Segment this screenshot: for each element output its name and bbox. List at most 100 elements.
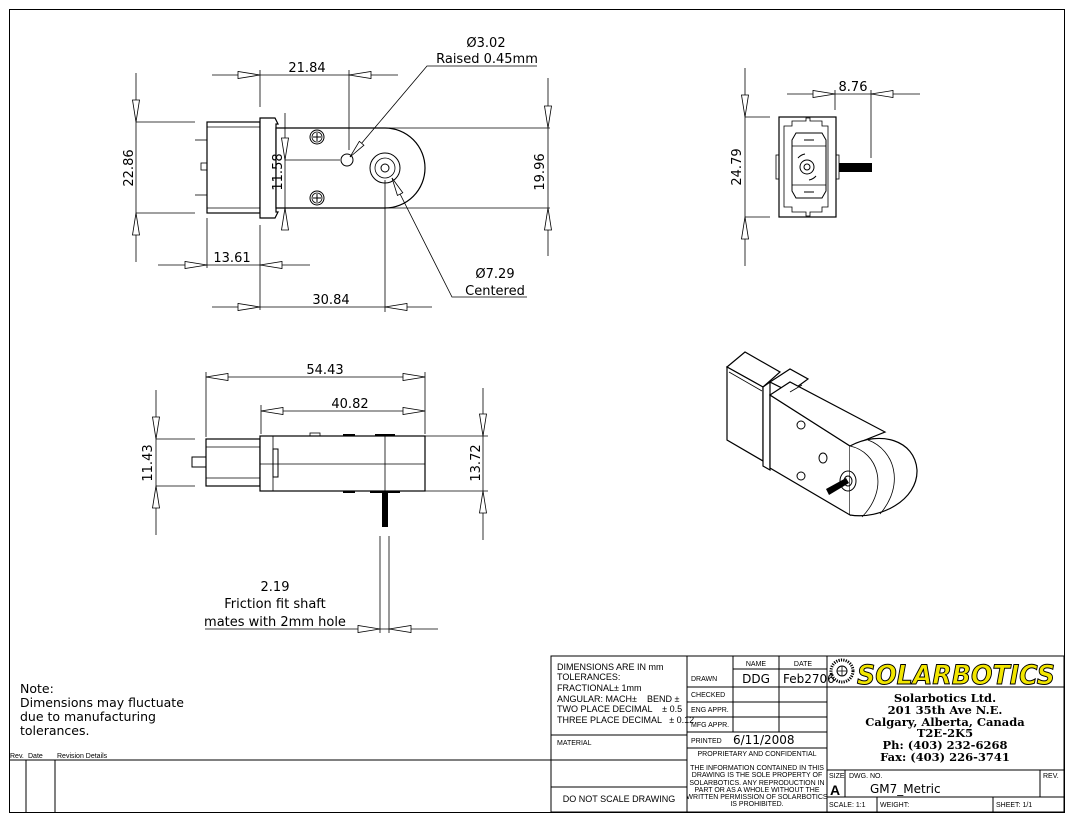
tolerance-line: ANGULAR: MACH± BEND ± [557, 694, 679, 704]
drawn-date: Feb2706 [783, 672, 835, 686]
arrowhead-icon [402, 407, 426, 415]
sheet-label: SHEET: 1/1 [996, 802, 1032, 809]
tolerance-line: THREE PLACE DECIMAL ± 0.12 [557, 715, 694, 725]
arrowhead-icon [479, 490, 487, 514]
screw-icon [796, 471, 806, 481]
dim-motor-height: 11.43 [141, 444, 156, 481]
arrowhead-icon [812, 90, 836, 98]
solarbotics-logo: SOLARBOTICS [829, 658, 1056, 692]
arrowhead-icon [152, 485, 160, 509]
screw-icon [309, 129, 325, 145]
arrowhead-icon [479, 413, 487, 437]
dimension-arrows [132, 71, 894, 633]
dim-shaft-diameter: 2.19 [261, 580, 290, 595]
drawing-border [9, 9, 1065, 813]
top-view: 22.86 21.84 11.58 19.96 13.61 30.84 Ø3.0… [122, 36, 550, 312]
arrowhead-icon [384, 303, 408, 311]
note-title: Note: [20, 681, 54, 696]
note-line: tolerances. [20, 723, 89, 738]
proprietary-line: THE INFORMATION CONTAINED IN THIS [690, 765, 824, 772]
dim-overall-height: 22.86 [122, 149, 137, 186]
raised-hole [340, 153, 354, 167]
dwg-no-label: DWG. NO. [849, 773, 882, 780]
date-column-header: DATE [794, 661, 812, 668]
isometric-view [725, 351, 918, 518]
tolerance-line: DIMENSIONS ARE IN mm [557, 662, 664, 672]
tolerance-line: TOLERANCES: [557, 672, 620, 682]
printed-date: 6/11/2008 [733, 733, 795, 747]
weight-label: WEIGHT: [880, 802, 909, 809]
dim-shaft-length: 8.76 [839, 80, 868, 95]
arrowhead-icon [237, 71, 261, 79]
title-block: DIMENSIONS ARE IN mm TOLERANCES: FRACTIO… [550, 655, 1065, 813]
arrowhead-icon [402, 373, 426, 381]
shaft-note-line-1: Friction fit shaft [224, 597, 326, 612]
proprietary-line: SOLARBOTICS. ANY REPRODUCTION IN [689, 780, 824, 787]
company-name: Solarbotics Ltd. [894, 691, 996, 705]
arrowhead-icon [741, 94, 749, 118]
rev-header: Rev. [10, 753, 24, 760]
printed-label: PRINTED [691, 738, 722, 745]
arrowhead-icon [388, 625, 412, 633]
hole-raised-note: Raised 0.45mm [436, 52, 538, 67]
screw-icon [309, 190, 325, 206]
date-header: Date [28, 753, 43, 760]
leader-arrowhead-icon [391, 177, 404, 196]
eng-appr-label: ENG APPR. [691, 707, 729, 714]
arrowhead-icon [544, 207, 552, 231]
dim-gearbox-length: 40.82 [331, 397, 368, 412]
mfg-appr-label: MFG APPR. [691, 722, 729, 729]
proprietary-title: PROPRIETARY AND CONFIDENTIAL [697, 751, 816, 758]
shaft-diameter-callout: Ø7.29 [475, 267, 514, 282]
arrowhead-icon [152, 416, 160, 440]
company-postal: T2E-2K5 [917, 726, 973, 740]
note-line: due to manufacturing [20, 709, 156, 724]
arrowhead-icon [348, 71, 372, 79]
arrowhead-icon [132, 99, 140, 123]
company-city: Calgary, Alberta, Canada [865, 715, 1025, 729]
do-not-scale-label: DO NOT SCALE DRAWING [563, 794, 676, 804]
arrowhead-icon [260, 407, 284, 415]
name-column-header: NAME [746, 661, 767, 668]
output-shaft [382, 491, 388, 527]
company-fax: Fax: (403) 226-3741 [880, 750, 1010, 764]
arrowhead-icon [357, 625, 381, 633]
shaft-note-line-2: mates with 2mm hole [204, 615, 346, 630]
logo-text: SOLARBOTICS [857, 660, 1055, 691]
screw-icon [796, 420, 806, 430]
dim-hole-offset: 11.58 [271, 153, 286, 190]
dim-gearbox-height: 19.96 [533, 153, 548, 190]
arrowhead-icon [184, 261, 208, 269]
proprietary-line: IS PROHIBITED. [730, 801, 783, 808]
motor-body [206, 121, 261, 214]
arrowhead-icon [741, 216, 749, 240]
arrowhead-icon [870, 90, 894, 98]
mounting-flange [259, 117, 279, 219]
revision-block: Rev. Date Revision Details [9, 753, 551, 812]
proprietary-line: PART OR AS A WHOLE WITHOUT THE [695, 787, 820, 794]
arrowhead-icon [237, 303, 261, 311]
arrowhead-icon [205, 373, 229, 381]
motor-body [205, 438, 261, 487]
size-value: A [830, 782, 840, 798]
drawn-name: DDG [742, 672, 770, 686]
rev-label: REV. [1043, 773, 1059, 780]
gearbox-body [259, 435, 426, 492]
end-outline [778, 116, 837, 218]
hole-diameter-callout: Ø3.02 [466, 36, 505, 51]
proprietary-line: WRITTEN PERMISSION OF SOLARBOTICS [686, 794, 828, 801]
company-phone: Ph: (403) 232-6268 [883, 738, 1008, 752]
size-label: SIZE [829, 773, 845, 780]
checked-label: CHECKED [691, 692, 725, 699]
tolerance-line: TWO PLACE DECIMAL ± 0.5 [557, 704, 682, 714]
tolerance-line: FRACTIONAL± 1mm [557, 683, 641, 693]
dwg-no-value: GM7_Metric [870, 782, 941, 796]
note: Note: Dimensions may fluctuate due to ma… [20, 681, 184, 738]
company-address: 201 35th Ave N.E. [888, 703, 1003, 717]
output-shaft [839, 163, 872, 172]
leader-arrowhead-icon [349, 140, 365, 158]
scale-label: SCALE: 1:1 [829, 802, 866, 809]
dim-gearbox-thickness: 13.72 [469, 444, 484, 481]
note-line: Dimensions may fluctuate [20, 695, 184, 710]
